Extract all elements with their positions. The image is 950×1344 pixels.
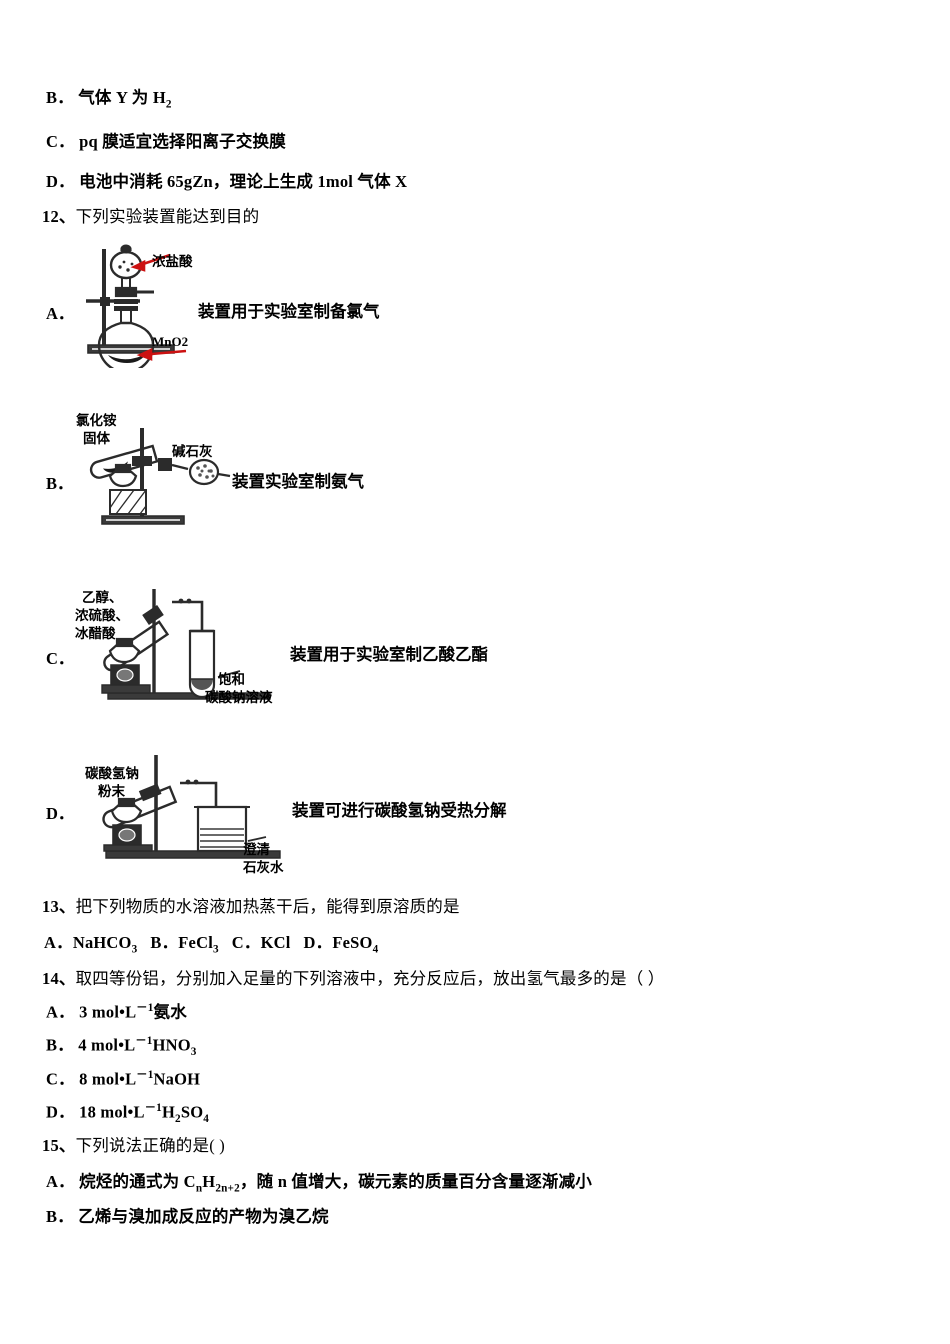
option-a-formula: NaHCO [72,933,132,952]
question-number: 15、 [42,1136,76,1155]
label-clear-limewater-line2: 石灰水 [243,860,284,875]
option-text: pq 膜适宜选择阳离子交换膜 [79,132,286,151]
label-ethanol: 乙醇、 [82,590,123,605]
option-letter-b: B． [46,474,74,493]
option-d-label: D． [303,933,333,952]
figure-ammonia-generator [80,420,240,535]
option-letter-a: A． [46,304,75,323]
option-d-formula: FeSO [332,933,373,952]
option-text: 乙烯与溴加成反应的产物为溴乙烷 [78,1207,329,1226]
label-concentrated-sulfuric-acid: 浓硫酸、 [75,608,129,623]
question-14-option-d: D． 18 mol•L－1H2SO4 [46,1102,209,1126]
question-number: 13、 [42,897,76,916]
question-number: 12、 [42,207,76,226]
question-text: 取四等份铝，分别加入足量的下列溶液中，充分反应后，放出氢气最多的是（ ） [75,969,665,988]
option-exponent: －1 [135,1035,153,1047]
option-subscript: 2 [165,98,172,111]
option-b-sub: 3 [212,943,219,956]
option-b-q11: B． 气体 Y 为 H2 [46,88,172,112]
option-d-caption: 装置可进行碳酸氢钠受热分解 [292,802,507,820]
option-letter-d: D． [46,804,75,823]
option-text: 气体 Y 为 H [78,88,166,107]
option-letter: D． [46,172,75,191]
option-a-label: A． [44,933,73,952]
option-letter: C． [46,1069,75,1089]
formula-sub-n: n [195,1182,203,1195]
label-saturated-line1: 饱和 [218,672,245,687]
option-species-post-sub: 4 [203,1112,210,1125]
figure-sodium-bicarbonate-decomposition [80,755,290,867]
option-letter: A． [46,1172,75,1191]
option-d-sub: 4 [372,943,379,956]
figure-ethyl-acetate-apparatus [80,585,280,710]
label-soda-lime: 碱石灰 [172,444,213,459]
figure-chlorine-generator [78,243,228,368]
option-exponent: －1 [144,1102,162,1114]
question-15-stem: 15、下列说法正确的是( ) [42,1136,225,1156]
option-text-post: ，随 n 值增大，碳元素的质量百分含量逐渐减小 [239,1172,592,1191]
option-exponent: －1 [136,1069,154,1081]
option-letter: B． [46,1207,74,1226]
label-ammonium-chloride-line2: 固体 [83,431,110,446]
question-15-option-b: B． 乙烯与溴加成反应的产物为溴乙烷 [46,1207,329,1227]
option-b-caption: 装置实验室制氨气 [232,473,364,491]
option-species: NaOH [153,1069,201,1089]
option-species: H [161,1102,176,1122]
option-species-sub: 2 [175,1112,181,1125]
option-c-caption: 装置用于实验室制乙酸乙酯 [290,646,488,664]
question-14-stem: 14、取四等份铝，分别加入足量的下列溶液中，充分反应后，放出氢气最多的是（ ） [42,969,664,989]
label-sodium-bicarbonate-line1: 碳酸氢钠 [85,766,139,781]
label-mno2: MnO2 [152,334,189,349]
label-sodium-carbonate-solution: 碳酸钠溶液 [205,690,273,705]
option-a-sub: 3 [131,943,138,956]
question-13-options: A．NaHCO3 B．FeCl3 C．KCl D．FeSO4 [44,933,378,957]
option-b-formula: FeCl [178,933,213,952]
option-concentration: 18 mol•L [79,1102,145,1122]
option-c-q11: C． pq 膜适宜选择阳离子交换膜 [46,132,286,152]
option-b-label: B． [150,933,179,952]
formula-h: H [202,1172,216,1191]
option-letter: B． [46,88,74,107]
option-concentration: 4 mol•L [78,1035,136,1055]
option-species-sub: 3 [190,1045,197,1058]
question-14-option-b: B． 4 mol•L－1HNO3 [46,1035,197,1059]
option-species: 氨水 [153,1002,187,1022]
option-species-post: SO [180,1102,204,1122]
label-clear-limewater-line1: 澄清 [243,842,270,857]
option-d-q11: D． 电池中消耗 65gZn，理论上生成 1mol 气体 X [46,172,407,192]
question-14-option-c: C． 8 mol•L－1NaOH [46,1069,200,1089]
question-14-option-a: A． 3 mol•L－1氨水 [46,1002,187,1022]
option-text: 电池中消耗 65gZn，理论上生成 1mol 气体 X [79,172,408,191]
option-c-label: C． [231,933,261,952]
option-a-caption: 装置用于实验室制备氯气 [198,303,380,321]
formula-sub-2n2: 2n+2 [215,1182,240,1195]
option-concentration: 8 mol•L [79,1069,137,1089]
option-species: HNO [152,1035,191,1055]
label-sodium-bicarbonate-line2: 粉末 [98,784,125,799]
option-text-pre: 烷烃的通式为 C [79,1172,196,1191]
option-exponent: －1 [136,1002,154,1014]
option-letter: D． [46,1102,75,1122]
question-13-stem: 13、把下列物质的水溶液加热蒸干后，能得到原溶质的是 [42,897,460,917]
option-letter: B． [46,1035,74,1055]
label-concentrated-hydrochloric-acid: 浓盐酸 [152,254,193,269]
option-c-formula: KCl [260,933,291,952]
question-number: 14、 [42,969,76,988]
option-concentration: 3 mol•L [79,1002,137,1022]
question-text: 下列说法正确的是( ) [75,1136,225,1155]
label-glacial-acetic-acid: 冰醋酸 [75,626,116,641]
question-text: 下列实验装置能达到目的 [75,207,260,226]
question-15-option-a: A． 烷烃的通式为 CnH2n+2，随 n 值增大，碳元素的质量百分含量逐渐减小 [46,1172,592,1196]
option-letter: A． [46,1002,75,1022]
question-text: 把下列物质的水溶液加热蒸干后，能得到原溶质的是 [75,897,460,916]
option-letter-c: C． [46,649,75,668]
option-letter: C． [46,132,75,151]
question-12-stem: 12、下列实验装置能达到目的 [42,207,259,227]
label-ammonium-chloride-line1: 氯化铵 [76,413,117,428]
